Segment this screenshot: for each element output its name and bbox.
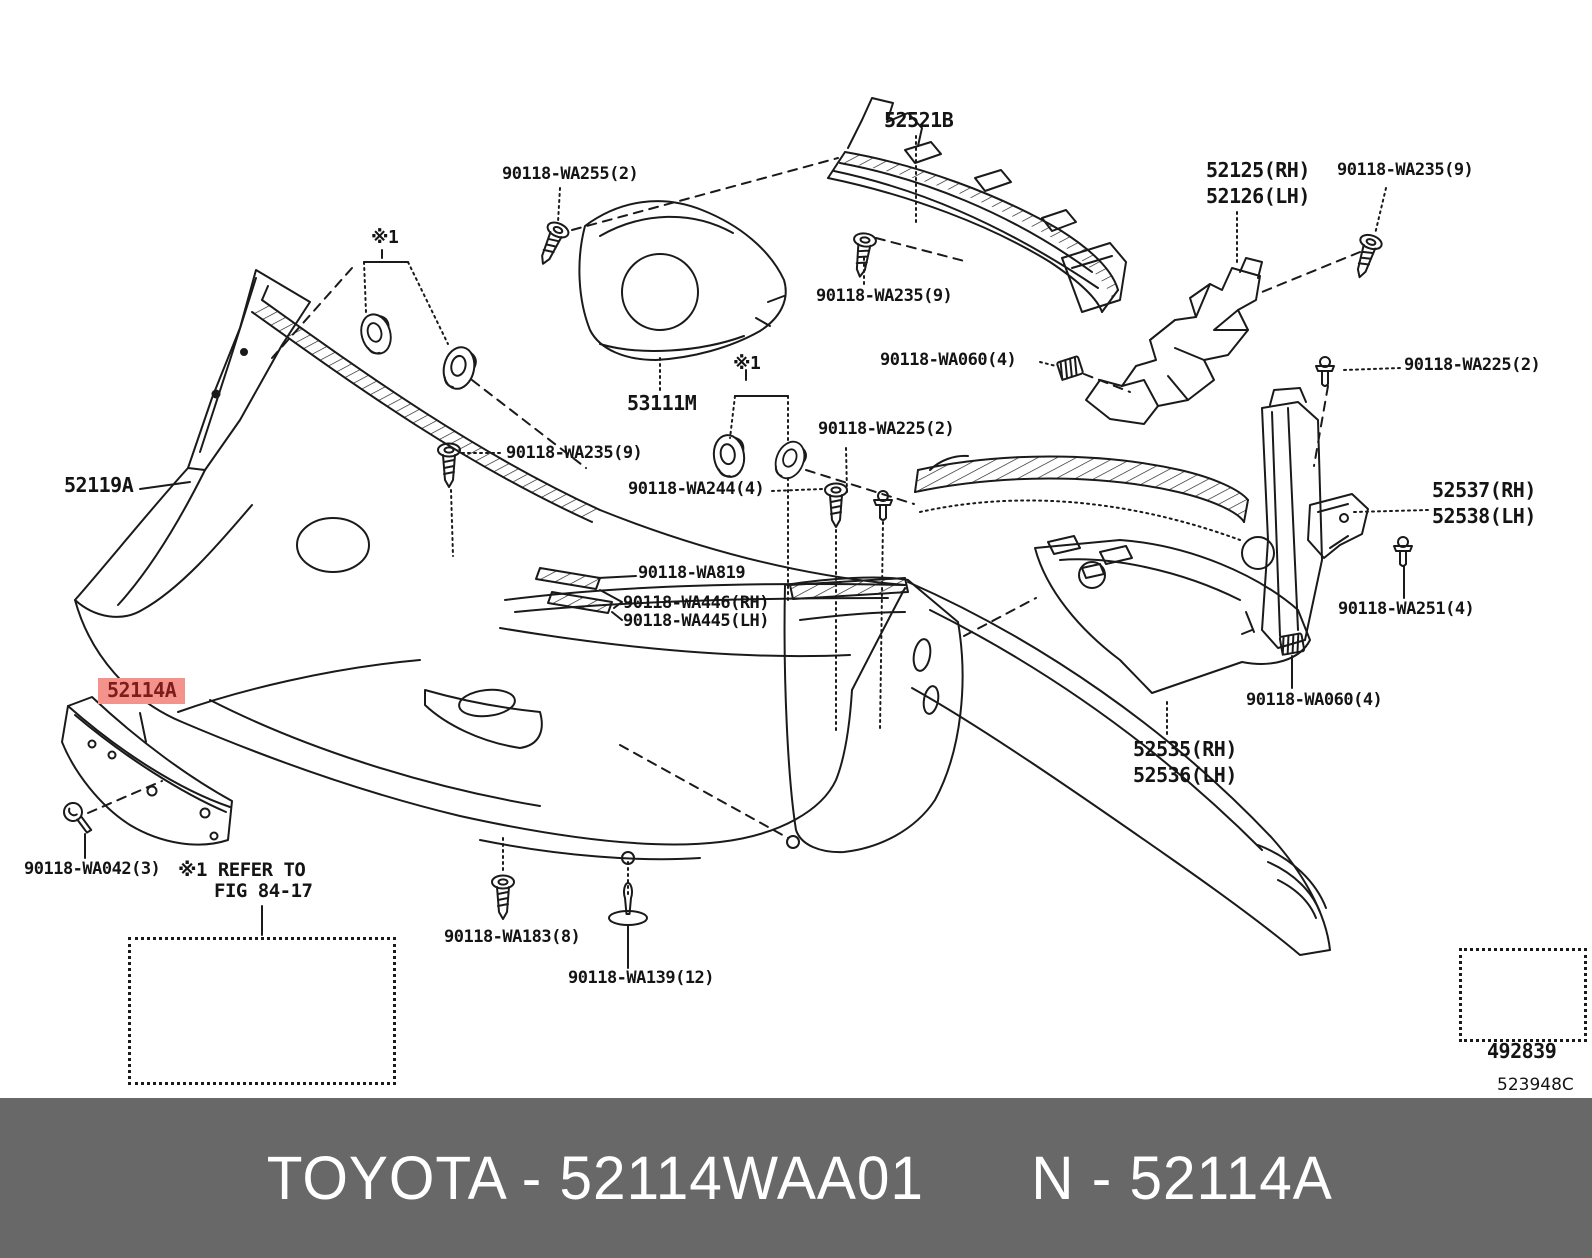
fastener-label-wa060-b[interactable]: 90118-WA060(4)	[1246, 690, 1383, 710]
part-label-52126lh[interactable]: 52126(LH)	[1206, 184, 1310, 208]
fastener-label-wa225-b[interactable]: 90118-WA225(2)	[818, 419, 955, 439]
part-bracket-52125	[1085, 257, 1263, 425]
part-label-52119a[interactable]: 52119A	[64, 473, 134, 497]
fastener-label-wa042[interactable]: 90118-WA042(3)	[24, 859, 161, 879]
fastener-label-wa060-a[interactable]: 90118-WA060(4)	[880, 350, 1017, 370]
part-side-assembly-52535	[914, 387, 1323, 694]
view-arrow-code: 492839	[1487, 1039, 1557, 1063]
fastener-label-wa183[interactable]: 90118-WA183(8)	[444, 927, 581, 947]
footnote-mark-1: ※1	[371, 227, 399, 248]
part-label-52536lh[interactable]: 52536(LH)	[1133, 763, 1237, 787]
part-label-52538lh[interactable]: 52538(LH)	[1432, 504, 1536, 528]
footnote-mark-2: ※1	[733, 353, 761, 374]
fastener-label-wa235-a[interactable]: 90118-WA235(9)	[1337, 160, 1474, 180]
fastener-label-wa251[interactable]: 90118-WA251(4)	[1338, 599, 1475, 619]
fastener-label-wa255[interactable]: 90118-WA255(2)	[502, 164, 639, 184]
banner-n-code: N - 52114A	[1031, 1144, 1334, 1212]
part-absorber-52521b	[827, 97, 1127, 313]
fastener-label-wa244[interactable]: 90118-WA244(4)	[628, 479, 765, 499]
part-bumper-cover	[74, 269, 906, 861]
fastener-label-wa446[interactable]: 90118-WA446(RH)	[623, 593, 770, 613]
footnote-refer-text: ※1 REFER TO	[178, 859, 306, 881]
fastener-label-wa235-b[interactable]: 90118-WA235(9)	[816, 286, 953, 306]
banner-brand-part: TOYOTA - 52114WAA01	[266, 1144, 924, 1212]
fastener-label-wa235-c[interactable]: 90118-WA235(9)	[506, 443, 643, 463]
part-trim-53111m	[578, 200, 787, 361]
part-bracket-52537	[1307, 493, 1369, 559]
part-label-52537rh[interactable]: 52537(RH)	[1432, 478, 1536, 502]
footnote-fig-text: FIG 84-17	[214, 880, 313, 902]
fastener-label-wa139[interactable]: 90118-WA139(12)	[568, 968, 715, 988]
part-license-bracket-52114a	[61, 696, 233, 846]
part-label-52521b[interactable]: 52521B	[884, 108, 954, 132]
clips-reference-box	[128, 937, 396, 1085]
sheet-code: 523948C	[1497, 1075, 1574, 1095]
part-label-53111m[interactable]: 53111M	[627, 391, 697, 415]
highlighted-part-label-52114a[interactable]: 52114A	[98, 678, 186, 704]
part-label-52125rh[interactable]: 52125(RH)	[1206, 158, 1310, 182]
part-number-banner: TOYOTA - 52114WAA01 N - 52114A	[0, 1098, 1592, 1258]
part-label-52535rh[interactable]: 52535(RH)	[1133, 737, 1237, 761]
fastener-label-wa819[interactable]: 90118-WA819	[638, 563, 746, 583]
fastener-label-wa225-a[interactable]: 90118-WA225(2)	[1404, 355, 1541, 375]
fastener-icons	[61, 218, 1413, 961]
leader-lines	[84, 135, 1429, 969]
part-bumper-corner-section	[783, 576, 1331, 956]
fastener-label-wa445[interactable]: 90118-WA445(LH)	[623, 611, 770, 631]
view-direction-box	[1459, 948, 1587, 1042]
